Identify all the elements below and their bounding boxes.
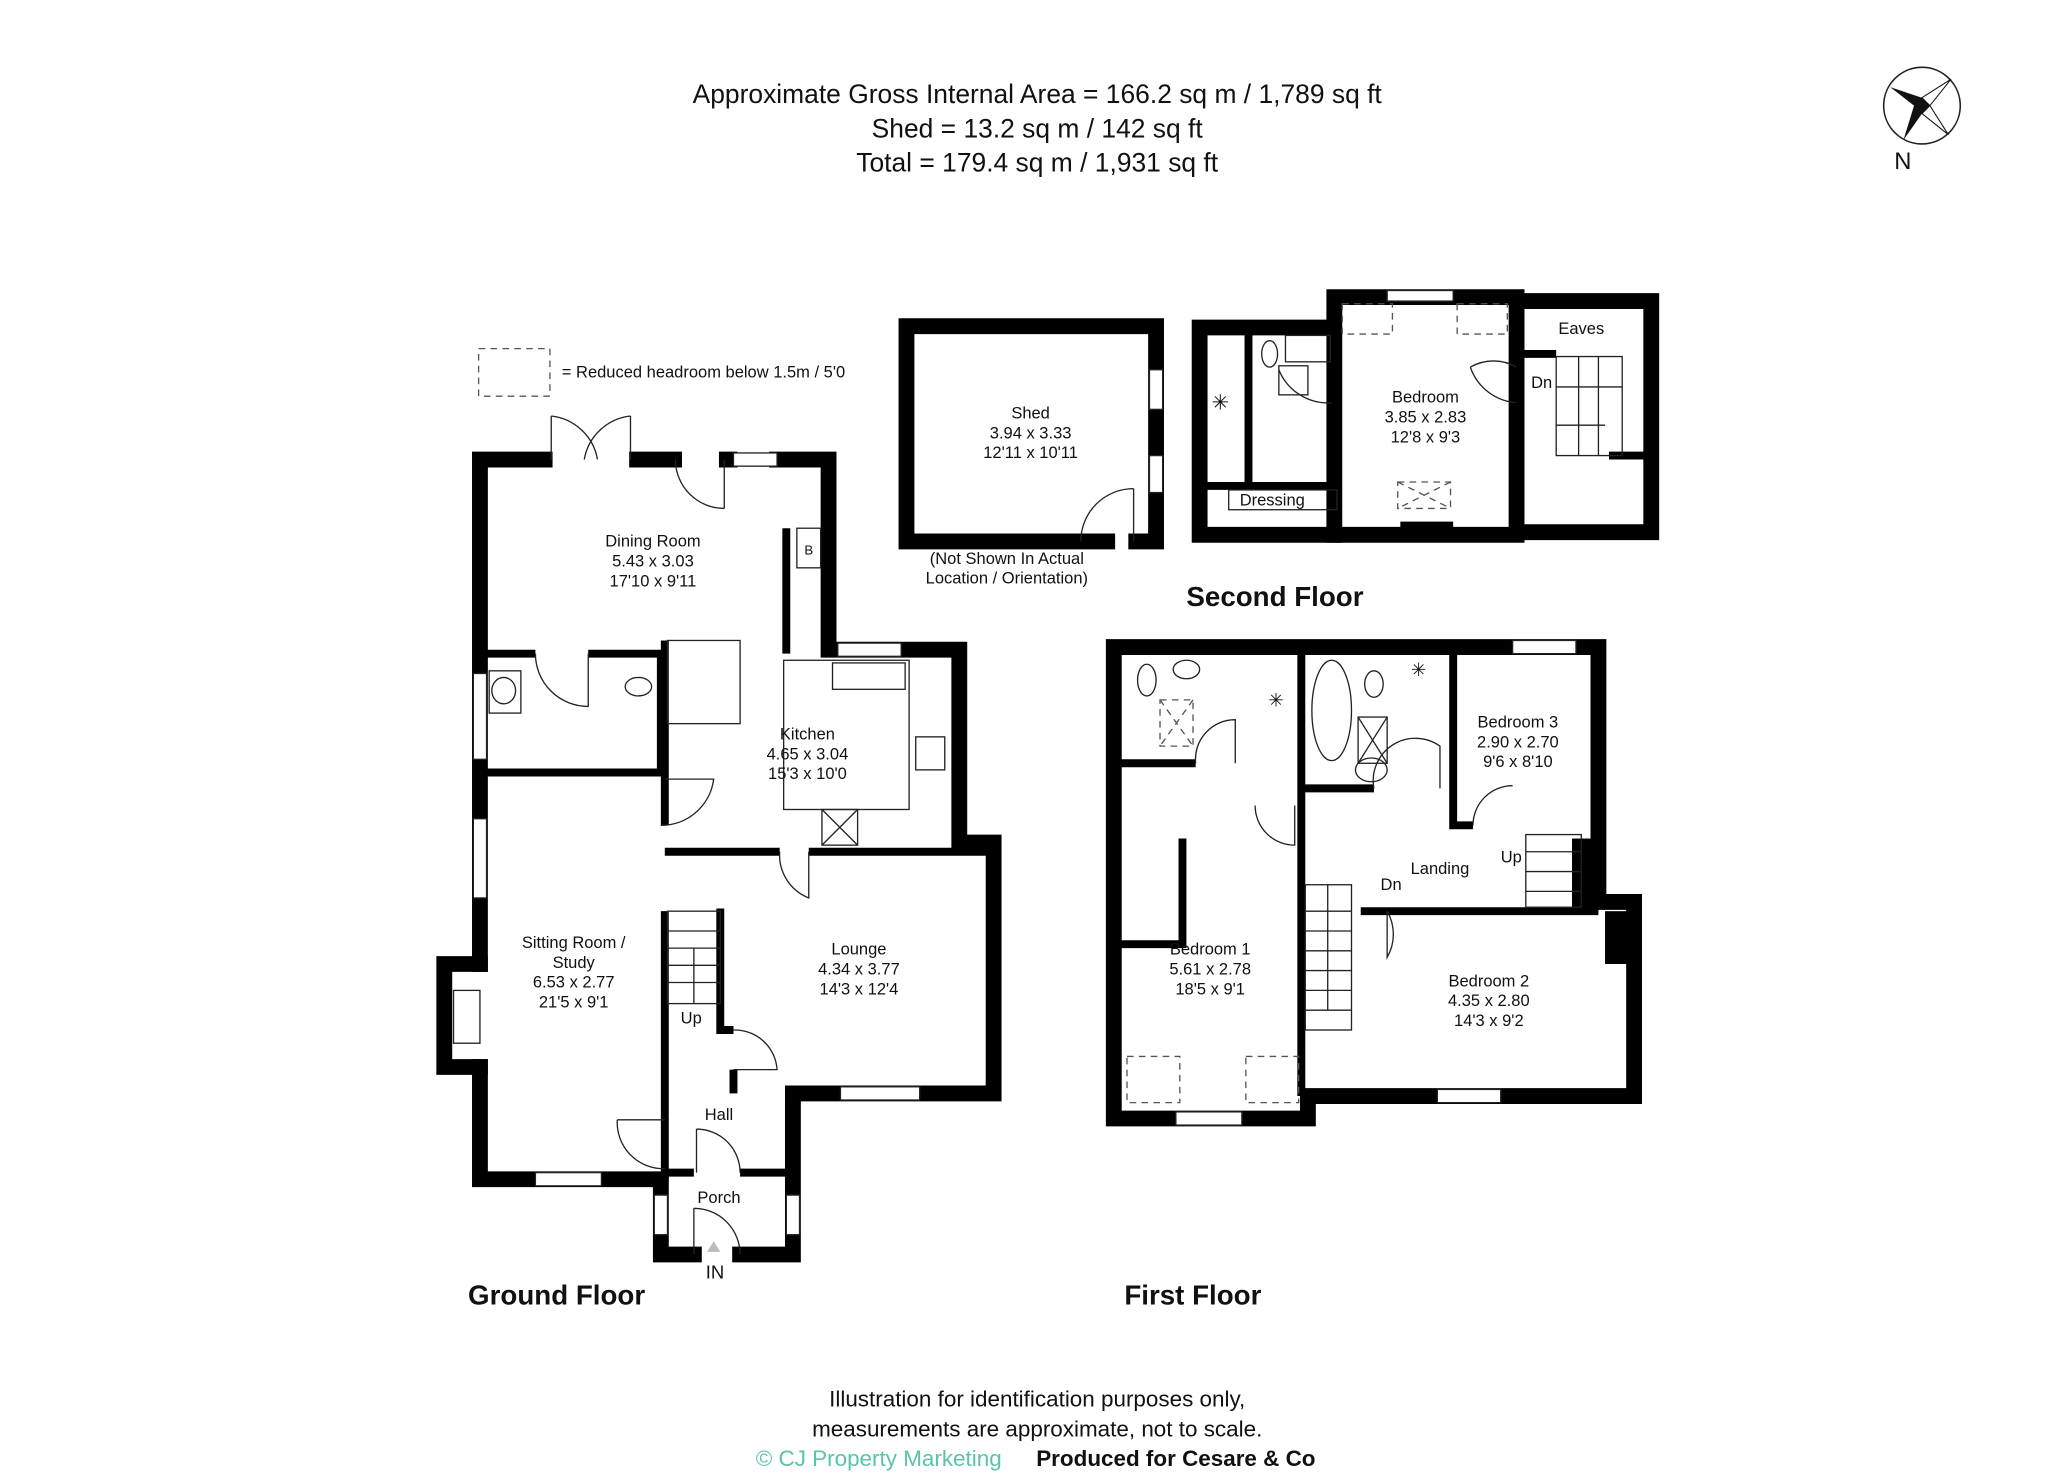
shower-icon: ✳: [1212, 391, 1230, 414]
ground-floor-title: Ground Floor: [468, 1280, 645, 1311]
disclaimer-line2: measurements are approximate, not to sca…: [812, 1417, 1262, 1442]
compass-north-label: N: [1894, 148, 1911, 175]
gross-area-text: Approximate Gross Internal Area = 166.2 …: [693, 79, 1383, 109]
shed-metric: 3.94 x 3.33: [990, 424, 1072, 442]
sitting-room-name2: Study: [553, 954, 596, 972]
copyright-text: © CJ Property Marketing: [756, 1446, 1002, 1471]
disclaimer-line1: Illustration for identification purposes…: [829, 1386, 1245, 1411]
bedroom-top-imperial: 12'8 x 9'3: [1391, 428, 1461, 446]
bedroom2-metric: 4.35 x 2.80: [1448, 992, 1530, 1010]
shed-name: Shed: [1011, 405, 1050, 423]
kitchen-metric: 4.65 x 3.04: [767, 745, 849, 763]
reduced-headroom-swatch: [477, 347, 551, 397]
sitting-room-metric: 6.53 x 2.77: [533, 974, 615, 992]
ground-floor-plan: B: [436, 415, 1002, 1263]
bedroom3-name: Bedroom 3: [1478, 714, 1559, 732]
first-stairs-dn-label: Dn: [1381, 876, 1402, 894]
bedroom1-imperial: 18'5 x 9'1: [1175, 980, 1245, 998]
bedroom3-imperial: 9'6 x 8'10: [1483, 753, 1553, 771]
dining-room-imperial: 17'10 x 9'11: [610, 572, 697, 590]
ground-stairs: [666, 910, 721, 1005]
porch-name: Porch: [697, 1189, 740, 1207]
shed-note-line1: (Not Shown In Actual: [930, 550, 1084, 568]
second-stairs-dn-label: Dn: [1531, 374, 1552, 392]
bedroom3-metric: 2.90 x 2.70: [1477, 733, 1559, 751]
landing-name: Landing: [1411, 860, 1470, 878]
bedroom-top-metric: 3.85 x 2.83: [1385, 409, 1467, 427]
shed-area-text: Shed = 13.2 sq m / 142 sq ft: [872, 113, 1204, 143]
bedroom2-name: Bedroom 2: [1448, 972, 1529, 990]
lounge-metric: 4.34 x 3.77: [818, 961, 900, 979]
hall-name: Hall: [705, 1106, 733, 1124]
shed-note-line2: Location / Orientation): [926, 570, 1088, 588]
first-floor-shower-icon: ✳: [1268, 689, 1283, 710]
dressing-name: Dressing: [1240, 492, 1305, 510]
lounge-name: Lounge: [831, 941, 886, 959]
bathroom-shower-icon: ✳: [1411, 659, 1426, 680]
shed-imperial: 12'11 x 10'11: [983, 444, 1078, 462]
bedroom2-imperial: 14'3 x 9'2: [1454, 1012, 1524, 1030]
bedroom-top-name: Bedroom: [1392, 389, 1459, 407]
shed-plan: [898, 318, 1164, 550]
legend-text: = Reduced headroom below 1.5m / 5'0: [562, 364, 845, 382]
kitchen-name: Kitchen: [780, 726, 835, 744]
second-floor-title: Second Floor: [1186, 581, 1363, 612]
dining-room-name: Dining Room: [605, 533, 700, 551]
dining-room-metric: 5.43 x 3.03: [612, 553, 694, 571]
kitchen-imperial: 15'3 x 10'0: [768, 765, 847, 783]
bedroom1-metric: 5.61 x 2.78: [1169, 961, 1251, 979]
lounge-imperial: 14'3 x 12'4: [820, 980, 899, 998]
produced-for-text: Produced for Cesare & Co: [1036, 1446, 1315, 1471]
sitting-room-imperial: 21'5 x 9'1: [539, 994, 609, 1012]
eaves-name: Eaves: [1558, 320, 1604, 338]
sitting-room-name: Sitting Room /: [522, 934, 626, 952]
compass-rose-icon: [1882, 66, 1962, 145]
second-floor-plan: ✳: [1191, 289, 1660, 543]
total-area-text: Total = 179.4 sq m / 1,931 sq ft: [856, 148, 1218, 178]
first-stairs-up-label: Up: [1501, 848, 1522, 866]
bedroom1-name: Bedroom 1: [1170, 941, 1251, 959]
ground-stairs-up-label: Up: [681, 1009, 702, 1027]
entrance-arrow-icon: [707, 1241, 721, 1252]
boiler-label: B: [804, 543, 813, 558]
first-floor-title: First Floor: [1124, 1280, 1261, 1311]
entrance-label: IN: [706, 1261, 724, 1282]
first-floor-plan: ✳ ✳: [1105, 639, 1643, 1127]
